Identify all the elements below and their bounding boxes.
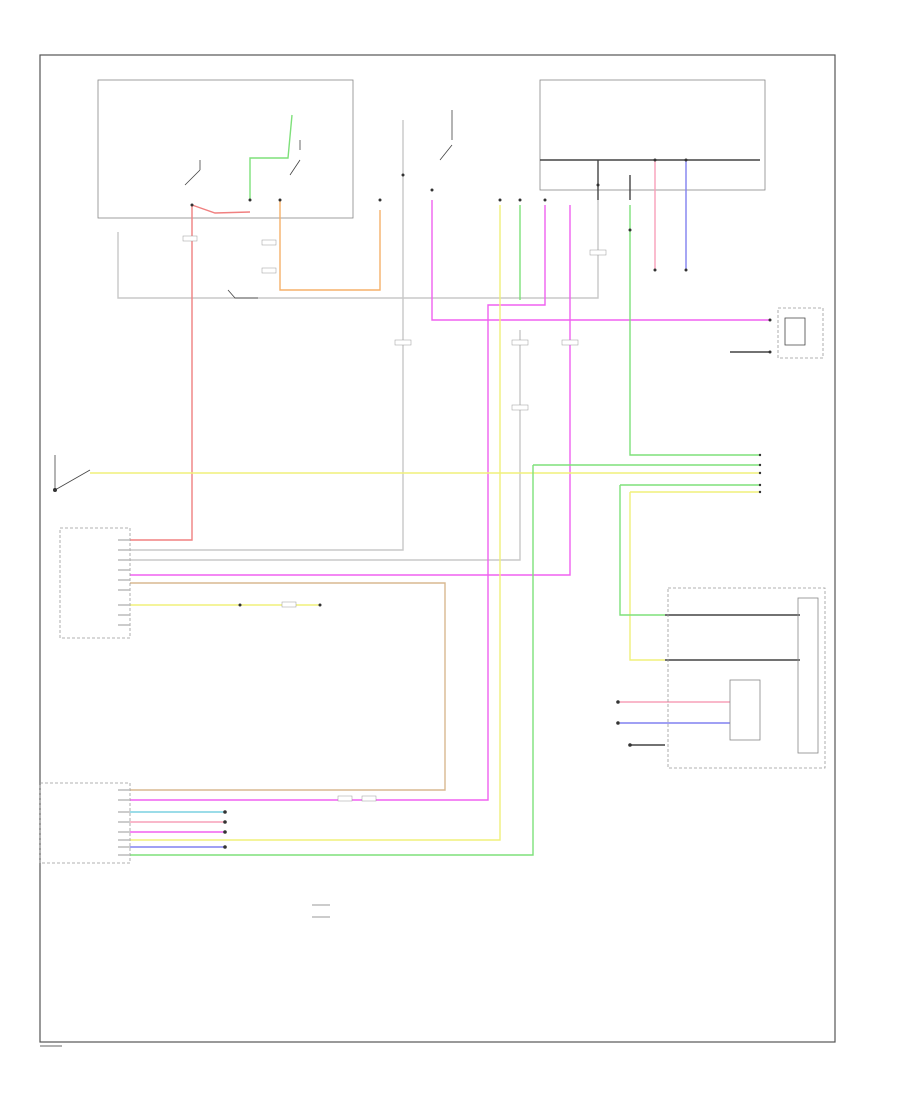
junction-dot — [684, 268, 688, 272]
junction-dot — [758, 471, 762, 475]
wire-label-box — [261, 267, 277, 274]
junction-dot — [653, 158, 657, 162]
wire-green-2 — [629, 205, 760, 456]
junction-dot — [543, 198, 547, 202]
switch-top-center — [439, 110, 453, 161]
wire-gray-ground-loop — [117, 200, 599, 299]
wire-gray-vertical — [130, 120, 404, 551]
diagram-frame — [39, 54, 836, 1043]
right-switch-box — [777, 307, 824, 359]
junction-dot — [223, 845, 227, 849]
junction-dot — [223, 820, 227, 824]
right-sensor-box — [729, 679, 761, 741]
wire-magenta-3 — [130, 205, 571, 576]
junction-dot — [684, 158, 688, 162]
junction-dot — [378, 198, 382, 202]
right-module-box — [667, 587, 826, 769]
junction-dot — [223, 830, 227, 834]
junction-dot — [430, 188, 434, 192]
junction-dot — [498, 198, 502, 202]
wire-label-box — [261, 239, 277, 246]
wire-green-top — [249, 114, 293, 200]
wire-red-top — [191, 204, 251, 214]
junction-dot — [248, 198, 252, 202]
fuse-box-left — [97, 79, 354, 219]
junction-dot — [190, 203, 194, 207]
junction-dot — [653, 268, 657, 272]
junction-dot — [616, 700, 620, 704]
junction-dot — [758, 453, 762, 457]
junction-dot — [596, 183, 600, 187]
junction-dot — [238, 603, 242, 607]
wire-dark-top-2 — [597, 160, 631, 200]
junction-dot — [616, 721, 620, 725]
junction-dot — [768, 350, 772, 354]
sensor-right — [784, 317, 806, 346]
wire-green-4 — [619, 484, 760, 616]
wire-label-box — [561, 339, 579, 346]
junction-dot — [758, 490, 762, 494]
footnote-rule — [312, 904, 330, 918]
wire-tan — [130, 582, 446, 791]
wire-red — [130, 205, 193, 541]
lower-connector-pin-stubs — [118, 789, 130, 856]
junction-dot — [53, 488, 57, 492]
wire-label-box — [361, 795, 377, 802]
wire-label-box — [394, 339, 412, 346]
switch-left-sensor — [54, 455, 91, 491]
junction-dot — [768, 318, 772, 322]
junction-dot — [628, 743, 632, 747]
wire-gray-vertical-2 — [130, 330, 521, 561]
junction-dot — [758, 483, 762, 487]
fuse-box-right — [539, 79, 766, 191]
wire-label-box — [337, 795, 353, 802]
wire-dark-2 — [665, 614, 800, 661]
wire-label-box — [182, 235, 198, 242]
wire-yellow-1 — [130, 205, 501, 841]
wire-yellow-3 — [629, 491, 760, 661]
switch-top-mid — [289, 140, 301, 176]
junction-dot — [401, 173, 405, 177]
lower-left-connector-box — [39, 782, 131, 864]
switch-top-left — [184, 160, 201, 186]
wire-label-box — [589, 249, 607, 256]
ecm-pin-stubs — [118, 539, 130, 626]
wire-green-3 — [130, 464, 760, 856]
junction-dot — [223, 810, 227, 814]
wire-label-box — [511, 339, 529, 346]
switch-mid — [227, 289, 258, 299]
junction-dot — [628, 228, 632, 232]
ecm-box — [59, 527, 131, 639]
junction-dot — [758, 463, 762, 467]
right-module-inner — [797, 597, 819, 754]
wire-label-box — [511, 404, 529, 411]
wire-label-box — [281, 601, 297, 608]
junction-dot — [318, 603, 322, 607]
wire-magenta-1 — [431, 200, 770, 321]
junction-dot — [518, 198, 522, 202]
wire-orange — [279, 200, 381, 291]
junction-dot — [278, 198, 282, 202]
